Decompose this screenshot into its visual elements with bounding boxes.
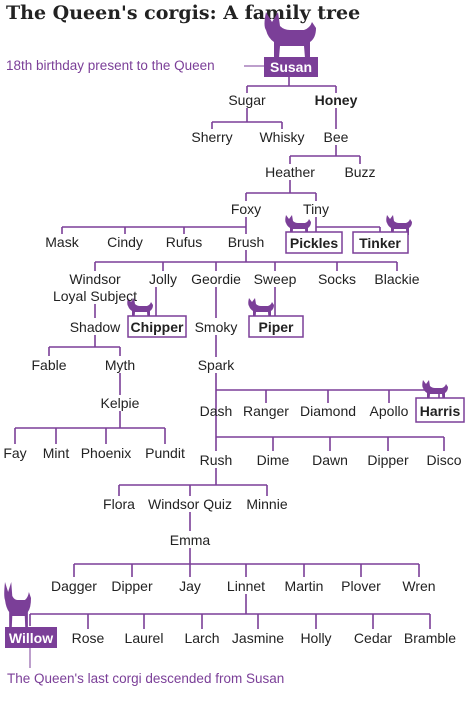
- corgi-silhouette-icon: [4, 582, 31, 628]
- dog-wren: Wren: [402, 578, 435, 594]
- dog-windsor-loyal-subject-line2: Loyal Subject: [53, 288, 137, 304]
- dog-rose: Rose: [72, 630, 105, 646]
- dog-foxy: Foxy: [231, 201, 261, 217]
- dog-dipper: Dipper: [367, 452, 409, 468]
- dog-brush: Brush: [228, 234, 265, 250]
- harris-box: [415, 397, 465, 423]
- dog-susan: Susan: [270, 59, 312, 75]
- dog-shadow: Shadow: [70, 319, 121, 335]
- willow-note: The Queen's last corgi descended from Su…: [7, 671, 284, 686]
- dog-sweep: Sweep: [254, 271, 297, 287]
- dog-laurel: Laurel: [125, 630, 164, 646]
- dog-rush: Rush: [200, 452, 233, 468]
- dog-dime: Dime: [257, 452, 290, 468]
- dog-phoenix: Phoenix: [81, 445, 132, 461]
- dog-sherry: Sherry: [191, 129, 232, 145]
- dog-ranger: Ranger: [243, 403, 289, 419]
- dog-sugar: Sugar: [228, 92, 266, 108]
- dog-smoky: Smoky: [195, 319, 238, 335]
- dog-pundit: Pundit: [145, 445, 185, 461]
- susan-box: [264, 57, 318, 77]
- dog-honey: Honey: [315, 92, 358, 108]
- dog-windsor-loyal-subject-line1: Windsor: [69, 271, 121, 287]
- dog-mint: Mint: [43, 445, 70, 461]
- dog-dagger: Dagger: [51, 578, 97, 594]
- piper-box: [248, 315, 304, 338]
- dog-diamond: Diamond: [300, 403, 356, 419]
- dog-tiny: Tiny: [303, 201, 329, 217]
- corgi-silhouette-icon: [422, 380, 448, 400]
- dog-plover: Plover: [341, 578, 381, 594]
- tinker-box: [352, 231, 409, 254]
- dog-chipper: Chipper: [131, 319, 184, 335]
- dog-mask: Mask: [45, 234, 79, 250]
- dog-dipper: Dipper: [111, 578, 153, 594]
- page-title: The Queen's corgis: A family tree: [6, 2, 360, 24]
- dog-jay: Jay: [179, 578, 201, 594]
- dog-dash: Dash: [200, 403, 233, 419]
- dog-heather: Heather: [265, 164, 315, 180]
- dog-bee: Bee: [324, 129, 349, 145]
- dog-whisky: Whisky: [259, 129, 304, 145]
- dog-cindy: Cindy: [107, 234, 143, 250]
- dog-martin: Martin: [285, 578, 324, 594]
- tree-connectors: [14, 65, 445, 668]
- dog-flora: Flora: [103, 496, 135, 512]
- dog-fay: Fay: [3, 445, 26, 461]
- highlight-boxes: [5, 57, 465, 648]
- dog-socks: Socks: [318, 271, 356, 287]
- dog-myth: Myth: [105, 357, 135, 373]
- dog-fable: Fable: [31, 357, 66, 373]
- dog-disco: Disco: [426, 452, 461, 468]
- dog-spark: Spark: [198, 357, 236, 373]
- dog-harris: Harris: [420, 403, 461, 419]
- dog-willow: Willow: [9, 630, 53, 646]
- dog-buzz: Buzz: [344, 164, 375, 180]
- dog-piper: Piper: [258, 319, 294, 335]
- dog-jolly: Jolly: [149, 271, 177, 287]
- dog-minnie: Minnie: [246, 496, 287, 512]
- dog-apollo: Apollo: [370, 403, 409, 419]
- corgi-silhouette-icon: [248, 298, 274, 318]
- dog-larch: Larch: [184, 630, 219, 646]
- pickles-box: [285, 231, 343, 254]
- dog-names: Susan Sugar Honey Sherry Whisky Bee Heat…: [3, 59, 461, 646]
- dog-cedar: Cedar: [354, 630, 392, 646]
- dog-linnet: Linnet: [227, 578, 265, 594]
- dog-holly: Holly: [300, 630, 331, 646]
- dog-dawn: Dawn: [312, 452, 348, 468]
- dog-pickles: Pickles: [290, 235, 338, 251]
- chipper-box: [127, 315, 187, 338]
- susan-note: 18th birthday present to the Queen: [6, 58, 215, 73]
- dog-blackie: Blackie: [374, 271, 419, 287]
- dog-tinker: Tinker: [359, 235, 401, 251]
- dog-kelpie: Kelpie: [101, 395, 140, 411]
- dog-geordie: Geordie: [191, 271, 241, 287]
- dog-rufus: Rufus: [166, 234, 203, 250]
- dog-bramble: Bramble: [404, 630, 456, 646]
- dog-emma: Emma: [170, 532, 211, 548]
- willow-box: [5, 627, 57, 648]
- dog-jasmine: Jasmine: [232, 630, 284, 646]
- dog-windsor-quiz: Windsor Quiz: [148, 496, 232, 512]
